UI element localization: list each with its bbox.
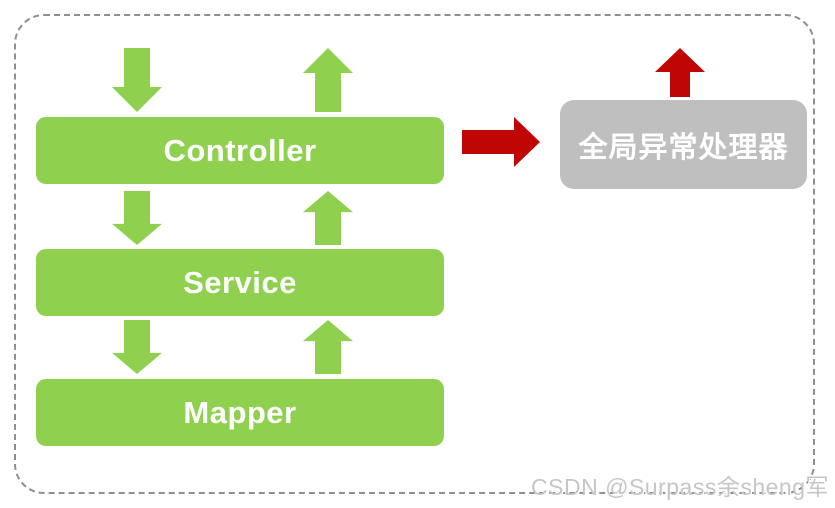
layer-label-mapper: Mapper (183, 394, 297, 430)
down-arrow-icon (112, 320, 162, 374)
layer-box-mapper: Mapper (36, 379, 444, 446)
layer-box-controller: Controller (36, 117, 444, 184)
up-arrow-icon (303, 48, 353, 112)
exception-handler-label: 全局异常处理器 (578, 131, 789, 164)
layer-label-controller: Controller (163, 132, 317, 168)
up-arrow-icon (303, 191, 353, 245)
down-arrow-icon (112, 48, 162, 112)
watermark: CSDN @Surpass余sheng军 (531, 474, 829, 500)
exception-handler-box: 全局异常处理器 (560, 100, 807, 189)
layer-box-service: Service (36, 249, 444, 316)
right-arrow-icon (462, 117, 540, 167)
layer-label-service: Service (183, 264, 297, 300)
down-arrow-icon (112, 191, 162, 245)
dashed-frame (14, 14, 815, 494)
up-arrow-icon (655, 48, 705, 97)
up-arrow-icon (303, 320, 353, 374)
